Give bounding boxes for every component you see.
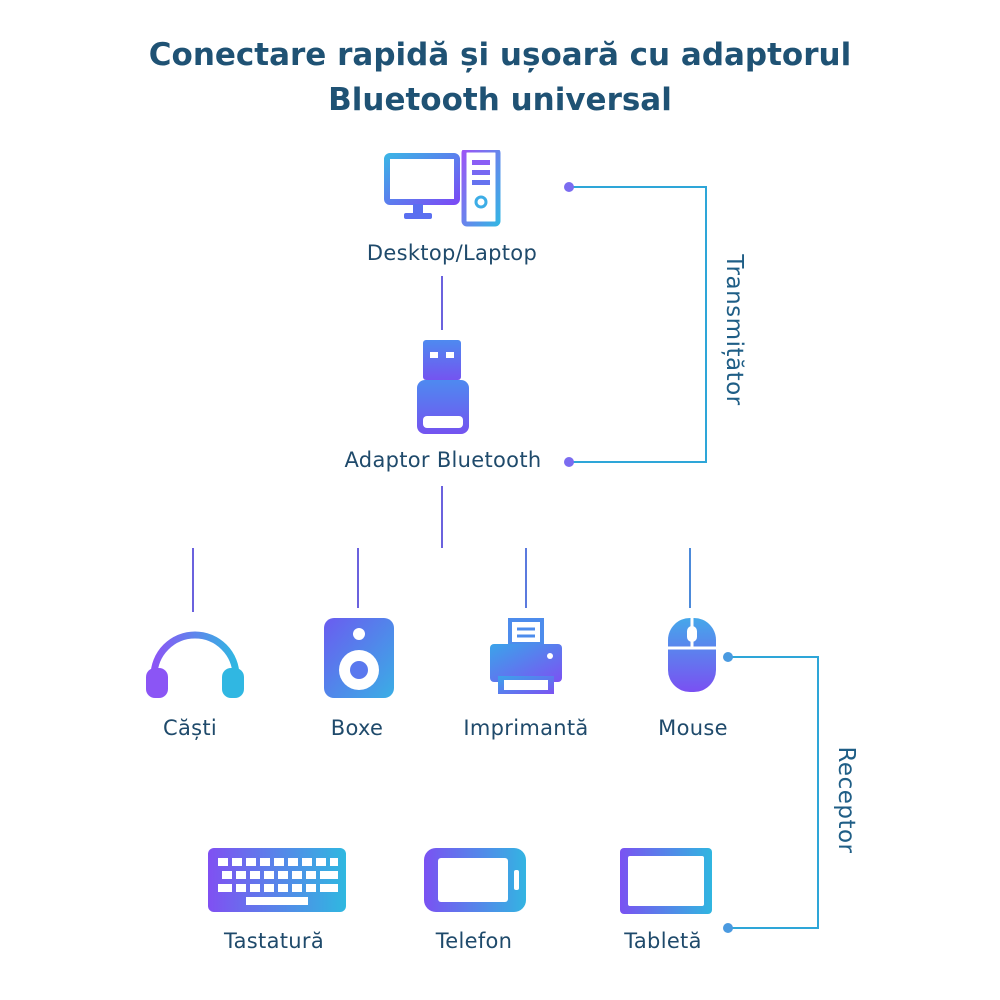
printer-icon (490, 618, 562, 694)
receiver-bracket (728, 656, 819, 929)
receiver-dot-bottom (723, 923, 733, 933)
printer-label: Imprimantă (463, 716, 589, 740)
desktop-laptop-icon-group (384, 150, 501, 227)
tablet-label: Tabletă (624, 929, 702, 953)
phone-label: Telefon (435, 929, 513, 953)
pc-tower-icon (461, 150, 501, 227)
tablet-icon (620, 848, 712, 914)
receiver-label: Receptor (833, 746, 859, 854)
phone-icon (424, 848, 526, 912)
diagram-title-line1: Conectare rapidă și ușoară cu adaptorul (148, 37, 852, 73)
keyboard-icon (208, 848, 346, 912)
adapter-label: Adaptor Bluetooth (344, 448, 542, 472)
speaker-icon (324, 618, 394, 698)
keyboard-label: Tastatură (223, 929, 325, 953)
headphones-icon (146, 631, 244, 702)
transmitter-dot-bottom (564, 457, 574, 467)
mouse-label: Mouse (658, 716, 728, 740)
transmitter-dot-top (564, 182, 574, 192)
usb-adapter-icon (417, 340, 469, 434)
monitor-icon (384, 153, 460, 219)
desktop-label: Desktop/Laptop (366, 241, 538, 265)
transmitter-bracket (569, 186, 707, 463)
receiver-dot-top (723, 652, 733, 662)
mouse-icon (668, 618, 716, 692)
diagram-title-line2: Bluetooth universal (328, 82, 672, 118)
headphones-label: Căști (162, 716, 218, 740)
transmitter-label: Transmițător (721, 254, 747, 406)
speakers-label: Boxe (330, 716, 384, 740)
